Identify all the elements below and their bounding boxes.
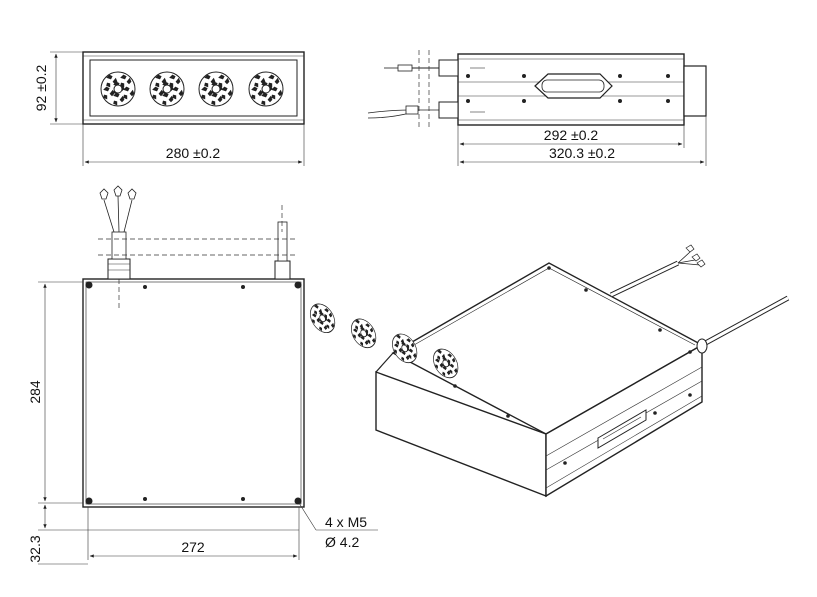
iso-fan-1 — [310, 300, 334, 336]
isometric-view — [310, 244, 790, 498]
top-gland-left — [107, 258, 131, 280]
front-view: 92 ±0.2 280 ±0.2 — [33, 51, 305, 166]
hole-count-label: 4 x M5 — [325, 514, 367, 530]
fan-grille-4 — [249, 72, 283, 106]
top-gland-right — [274, 260, 291, 280]
side-end-cap — [683, 65, 707, 117]
top-view: 284 32.3 272 4 x M5 Ø 4.2 — [27, 185, 378, 565]
side-inner-length-label: 292 ±0.2 — [544, 127, 599, 143]
iso-fan-3 — [392, 330, 416, 366]
iso-handle-slot — [597, 409, 647, 449]
top-offset-label: 32.3 — [27, 535, 43, 562]
fan-grille-1 — [101, 72, 135, 106]
side-gland-bottom — [438, 101, 459, 119]
top-height-label: 284 — [27, 380, 43, 404]
fan-grille-3 — [199, 72, 233, 106]
top-plate — [82, 278, 305, 508]
side-overall-length-label: 320.3 ±0.2 — [549, 145, 615, 161]
hole-leader-line — [298, 502, 317, 531]
side-gland-top — [438, 59, 459, 77]
front-height-label: 92 ±0.2 — [33, 64, 49, 111]
side-view: 292 ±0.2 320.3 ±0.2 — [367, 50, 707, 166]
iso-right-face — [545, 343, 703, 498]
hole-diameter-label: Ø 4.2 — [325, 534, 359, 550]
fan-grille-2 — [150, 72, 184, 106]
top-width-label: 272 — [181, 539, 205, 555]
front-width-label: 280 ±0.2 — [166, 145, 221, 161]
iso-fan-2 — [351, 315, 375, 351]
